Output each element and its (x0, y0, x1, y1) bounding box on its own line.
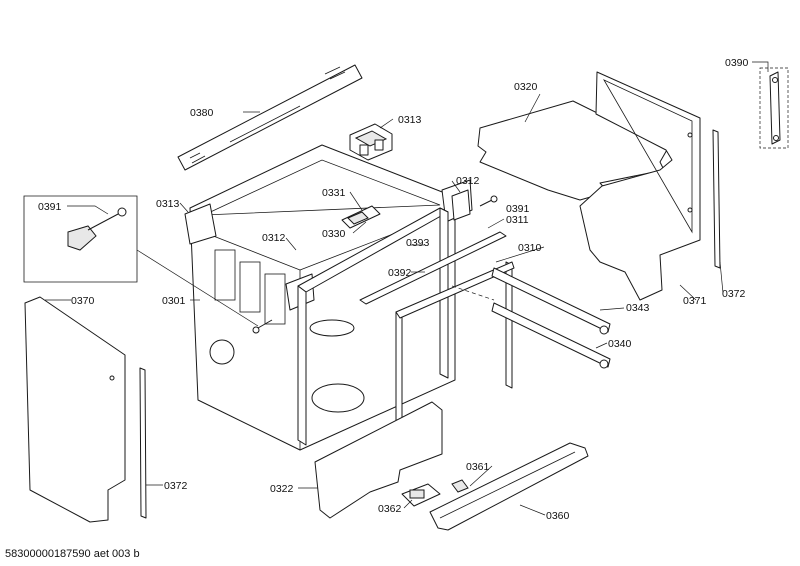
callout-0393: 0393 (406, 237, 430, 249)
part-0361-clip (451, 479, 469, 493)
callout-0313-top: 0313 (398, 114, 422, 126)
callout-0370: 0370 (71, 295, 95, 307)
part-0390-hinge-strip (759, 67, 789, 149)
callout-0312-left: 0312 (262, 232, 286, 244)
callout-0312-right: 0312 (456, 175, 480, 187)
callout-0301: 0301 (162, 295, 186, 307)
callout-0390: 0390 (725, 57, 749, 69)
part-0343-upper-rail (491, 267, 611, 335)
callout-0380: 0380 (190, 107, 214, 119)
callout-0371: 0371 (683, 295, 707, 307)
callout-0361: 0361 (466, 461, 490, 473)
callout-0343: 0343 (626, 302, 650, 314)
callout-0322: 0322 (270, 483, 294, 495)
drawing-number: 58300000187590 aet 003 b (5, 548, 140, 560)
part-0391-screw-left (252, 319, 273, 334)
callout-0313-left: 0313 (156, 198, 180, 210)
part-0362-switch (401, 483, 441, 507)
callout-0311: 0311 (506, 214, 529, 226)
part-0391-screw-right (479, 195, 498, 207)
callout-0331: 0331 (322, 187, 346, 199)
callout-0330: 0330 (322, 228, 346, 240)
part-0331-0330-latch (341, 205, 381, 229)
part-0370-door-panel (24, 296, 126, 523)
part-0372-strip-left (139, 367, 147, 519)
callout-0320: 0320 (514, 81, 538, 93)
callout-0392: 0392 (388, 267, 412, 279)
callout-0362: 0362 (378, 503, 402, 515)
part-0322-plinth (314, 401, 443, 519)
callout-0340: 0340 (608, 338, 632, 350)
callout-0310: 0310 (518, 242, 542, 254)
part-0310-frame (297, 207, 515, 449)
part-0380-top-plate (177, 64, 363, 171)
part-0391-screw-inset (23, 195, 138, 283)
callout-0391-right: 0391 (506, 203, 530, 215)
part-0313-bracket-top (349, 123, 393, 161)
part-0360-base (429, 442, 589, 531)
callout-0391-inset: 0391 (38, 201, 62, 213)
part-0312-hinge-right (451, 189, 471, 221)
part-0371-side-panel (579, 71, 701, 301)
callout-0372-left: 0372 (164, 480, 188, 492)
part-0301-tub (184, 144, 473, 451)
leader-lines (45, 61, 769, 516)
callout-0372-right: 0372 (722, 288, 746, 300)
part-0340-lower-rail (491, 302, 611, 369)
part-0372-strip-right (712, 129, 721, 269)
callout-0360: 0360 (546, 510, 570, 522)
